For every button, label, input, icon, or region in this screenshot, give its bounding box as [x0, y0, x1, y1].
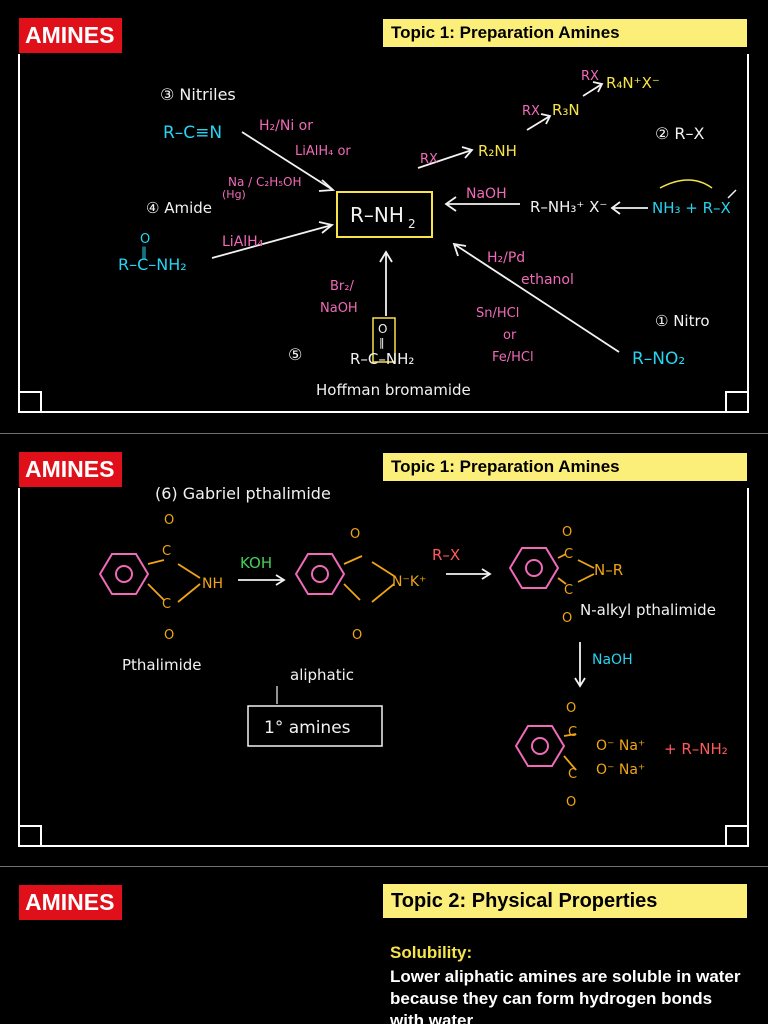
- formula-tertiary-amine: R₃N: [552, 101, 580, 119]
- hoffman-double-bond: ‖: [379, 336, 385, 349]
- carbonyl-c-6: C: [564, 583, 573, 598]
- frame-1: [18, 54, 749, 413]
- carbonyl-o-4: O: [352, 628, 362, 643]
- badge-amines-3: AMINES: [19, 885, 123, 920]
- badge-amines-1: AMINES: [19, 18, 123, 53]
- reagent-nitrile-2: LiAlH₄ or: [295, 144, 351, 159]
- slide-preparation-2: (6) Gabriel pthalimide O C C O NH: [0, 434, 768, 865]
- label-rx: ② R–X: [655, 124, 705, 143]
- carbonyl-c-8: C: [568, 767, 577, 782]
- rx-reagent-2: RX: [522, 104, 540, 119]
- benzene-rings: [98, 547, 566, 767]
- label-nitro: ① Nitro: [655, 312, 710, 330]
- reaction-arrows-1: [211, 81, 648, 353]
- product-amine: R–NH: [350, 203, 404, 227]
- carbonyl-o-3: O: [350, 527, 360, 542]
- amide-double-bond: ‖: [141, 245, 147, 259]
- reagent-koh: KOH: [240, 554, 272, 572]
- arrow-naoh-head: [574, 677, 586, 688]
- frame-2: [18, 488, 749, 847]
- carboxylate-1: O⁻ Na⁺: [596, 738, 645, 754]
- carbonyl-o-1: O: [164, 513, 174, 528]
- product-amine-sub: 2: [408, 217, 416, 231]
- hoffman-highlight: [372, 317, 396, 363]
- reagent-nitro-1: H₂/Pd: [487, 250, 525, 266]
- formula-nitrile: R–C≡N: [163, 123, 222, 143]
- divider-1: [0, 433, 768, 434]
- heading-gabriel: (6) Gabriel pthalimide: [155, 484, 331, 503]
- reagent-naoh-1: NaOH: [466, 186, 507, 202]
- topic-title-3: Topic 2: Physical Properties: [383, 884, 747, 918]
- reagent-rx: R–X: [432, 546, 460, 564]
- divider-2: [0, 866, 768, 867]
- rx-reagent-3: RX: [581, 69, 599, 84]
- topic-title-2: Topic 1: Preparation Amines: [383, 453, 747, 481]
- reagent-nitrile-3: Na / C₂H₅OH: [228, 175, 302, 189]
- carbonyl-o-6: O: [562, 611, 572, 626]
- slide-physical-properties: AMINES Topic 2: Physical Properties Solu…: [0, 867, 768, 1024]
- reagent-nitro-2: ethanol: [521, 272, 574, 288]
- carbonyl-c-2: C: [162, 597, 171, 612]
- formula-nitro: R–NO₂: [632, 349, 685, 369]
- label-primary-amines: 1° amines: [264, 718, 351, 738]
- box-primary-amines: [247, 705, 383, 747]
- rx-reagent-1: RX: [420, 152, 438, 167]
- topic-title-1: Topic 1: Preparation Amines: [383, 19, 747, 47]
- reagent-naoh-2: NaOH: [592, 652, 633, 668]
- badge-amines-2: AMINES: [19, 452, 123, 487]
- carbonyl-c-1: C: [162, 544, 171, 559]
- imide-nr: N–R: [594, 561, 623, 579]
- label-amide: ④ Amide: [146, 199, 212, 217]
- formula-ammonium-salt: R–NH₃⁺ X⁻: [530, 198, 607, 216]
- carbonyl-o-8: O: [566, 795, 576, 810]
- reagent-nitrile-1: H₂/Ni or: [259, 118, 313, 134]
- arrow-koh-head: [275, 574, 286, 586]
- imide-nk: N⁻K⁺: [392, 574, 426, 590]
- label-n-alkyl: N-alkyl pthalimide: [580, 601, 716, 619]
- carboxylate-2: O⁻ Na⁺: [596, 762, 645, 778]
- carbonyl-o-5: O: [562, 525, 572, 540]
- label-hoffman-number: ⑤: [288, 345, 302, 364]
- formula-hoffman-amide: R–C–NH₂: [350, 350, 414, 368]
- formula-secondary-amine: R₂NH: [478, 142, 517, 160]
- carbonyl-o-7: O: [566, 701, 576, 716]
- label-hoffman: Hoffman bromamide: [316, 381, 471, 399]
- label-aliphatic: aliphatic: [290, 666, 354, 684]
- board-1: R–NH 2 ③ Nitriles R–C≡N H₂: [18, 54, 749, 413]
- reagent-nitro-4: or: [503, 328, 517, 343]
- reagent-amide: LiAlH₄: [222, 234, 264, 250]
- reagent-hoffman-1: Br₂/: [330, 279, 354, 294]
- amide-note: (Hg): [222, 188, 246, 201]
- formula-ammonia: NH₃ + R–X: [652, 199, 731, 217]
- reagent-hoffman-2: NaOH: [320, 301, 358, 316]
- curved-arrow-tip: [727, 189, 737, 199]
- carbonyl-c-5: C: [564, 547, 573, 562]
- imide-bonds: [147, 553, 595, 771]
- formula-quaternary-salt: R₄N⁺X⁻: [606, 74, 660, 92]
- reagent-nitro-5: Fe/HCl: [492, 350, 534, 365]
- reagent-nitro-3: Sn/HCl: [476, 306, 519, 321]
- solubility-heading: Solubility:: [390, 943, 473, 962]
- slide-preparation-1: R–NH 2 ③ Nitriles R–C≡N H₂: [0, 0, 768, 433]
- arrow-rx-head: [481, 568, 492, 580]
- amide-oxygen: O: [140, 232, 150, 247]
- carbonyl-o-2: O: [164, 628, 174, 643]
- imide-nh: NH: [202, 576, 223, 592]
- curved-arrow: [659, 179, 713, 189]
- label-nitriles: ③ Nitriles: [160, 85, 236, 104]
- product-primary-amine: + R–NH₂: [664, 740, 728, 758]
- product-box: [336, 191, 433, 238]
- carbonyl-c-7: C: [568, 725, 577, 740]
- formula-amide: R–C–NH₂: [118, 255, 187, 274]
- hoffman-oxygen: O: [378, 322, 387, 336]
- board-2: (6) Gabriel pthalimide O C C O NH: [18, 484, 749, 847]
- label-pthalimide: Pthalimide: [122, 656, 202, 674]
- solubility-text: Lower aliphatic amines are soluble in wa…: [390, 967, 741, 1024]
